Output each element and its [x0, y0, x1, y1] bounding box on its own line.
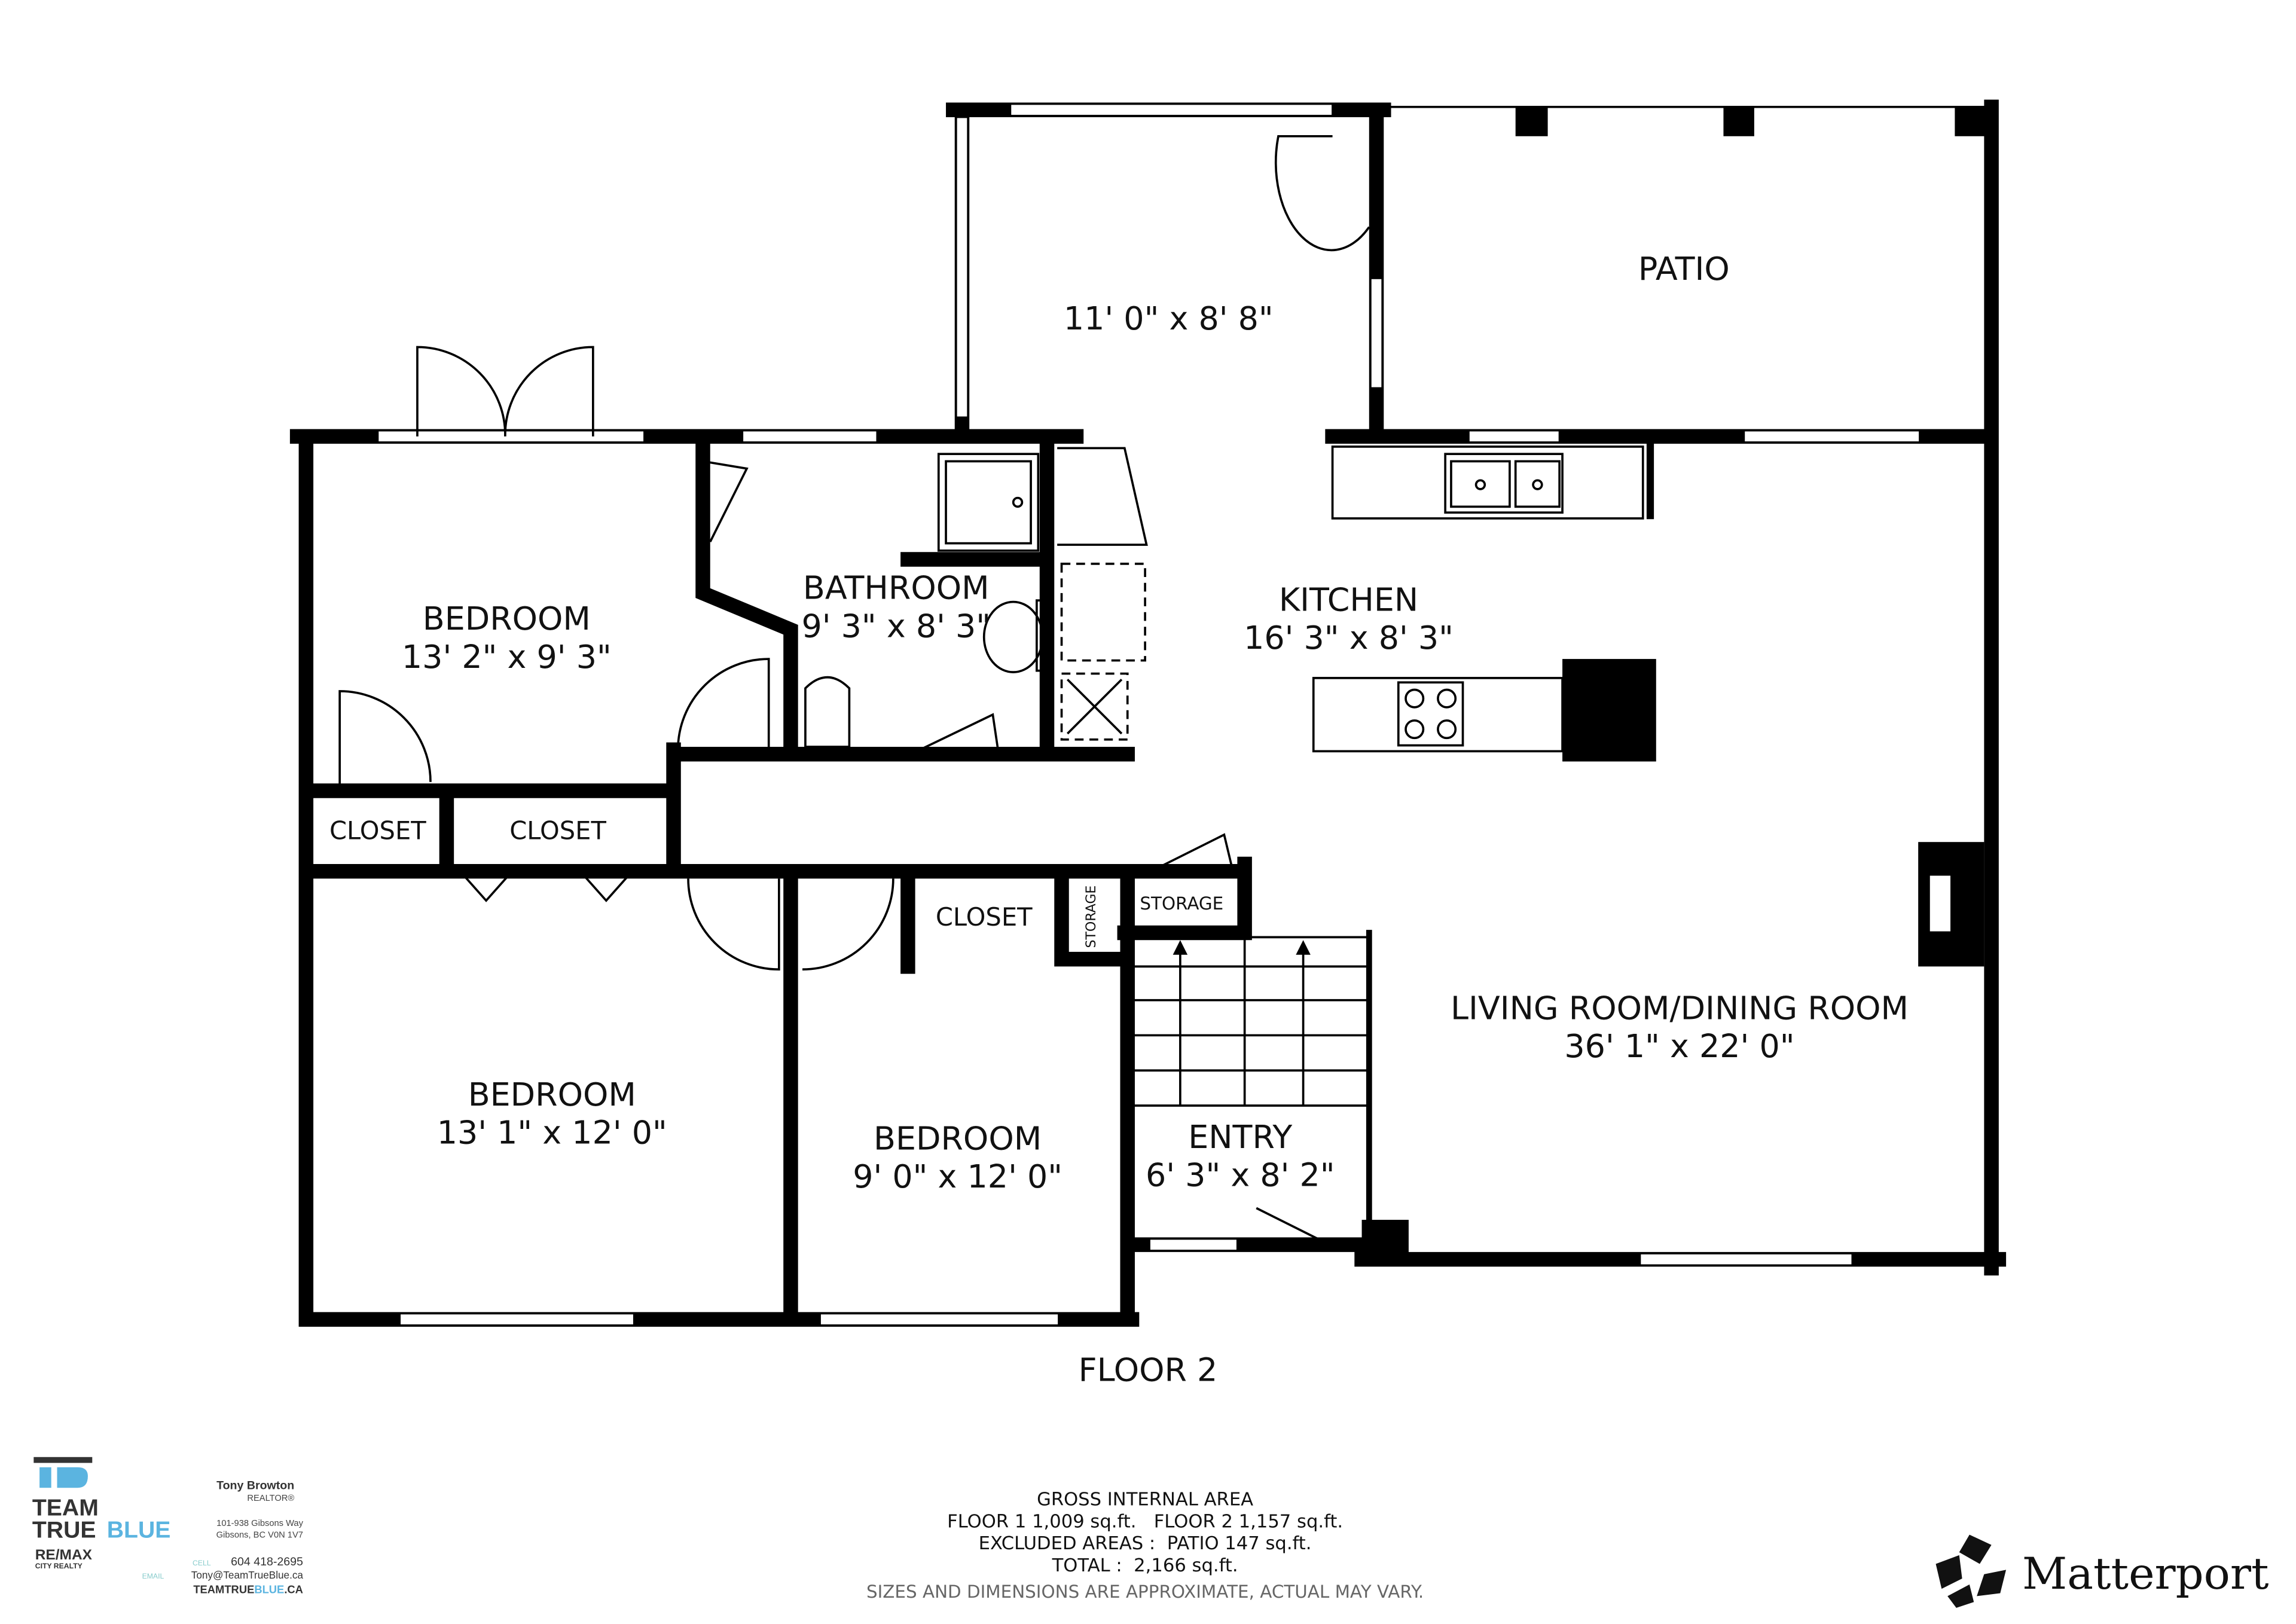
logo-blue: BLUE	[107, 1517, 171, 1543]
email: Tony@TeamTrueBlue.ca	[191, 1569, 304, 1581]
brokerage-sub: CITY REALTY	[35, 1562, 83, 1570]
room-dims: 16' 3" x 8' 3"	[1244, 619, 1454, 657]
realtor-name: Tony Browton	[216, 1479, 294, 1492]
room-dims: 13' 2" x 9' 3"	[402, 638, 612, 676]
room-name: PATIO	[1638, 250, 1730, 288]
email-label: EMAIL	[142, 1572, 164, 1580]
windows	[377, 103, 1921, 1326]
room-name: KITCHEN	[1279, 581, 1418, 618]
room-name: CLOSET	[509, 816, 606, 845]
doors	[338, 135, 1370, 1249]
team-true-blue-logo	[39, 1467, 88, 1488]
room-name: STORAGE	[1084, 886, 1099, 948]
room-dims: 36' 1" x 22' 0"	[1564, 1027, 1794, 1065]
disclaimer: SIZES AND DIMENSIONS ARE APPROXIMATE, AC…	[866, 1582, 1424, 1602]
matterport-logo: Matterport	[1935, 1534, 2269, 1608]
fixtures	[804, 445, 1644, 753]
room-dims: 9' 3" x 8' 3"	[801, 607, 991, 645]
room-dims: 13' 1" x 12' 0"	[437, 1114, 667, 1152]
area-floors: FLOOR 1 1,009 sq.ft. FLOOR 2 1,157 sq.ft…	[947, 1511, 1343, 1532]
realtor-title: REALTOR®	[247, 1494, 294, 1503]
room-name: BEDROOM	[874, 1119, 1042, 1157]
area-heading: GROSS INTERNAL AREA	[1037, 1489, 1253, 1510]
room-dims: 6' 3" x 8' 2"	[1146, 1156, 1335, 1194]
room-name: STORAGE	[1140, 893, 1223, 914]
cell-label: CELL	[193, 1559, 211, 1567]
floor-label: FLOOR 2	[1079, 1351, 1218, 1388]
matterport-wordmark: Matterport	[2022, 1549, 2269, 1599]
fridge-block	[1562, 659, 1656, 762]
logo-team: TEAM	[32, 1495, 99, 1521]
fireplace	[1918, 842, 1984, 967]
matterport-icon	[1935, 1534, 2007, 1608]
address-line-2: Gibsons, BC V0N 1V7	[216, 1530, 303, 1540]
realtor-card: TEAM TRUE BLUE RE/MAX CITY REALTY Tony B…	[32, 1457, 304, 1596]
address-line-1: 101-938 Gibsons Way	[216, 1519, 303, 1528]
room-name: BEDROOM	[468, 1076, 636, 1113]
room-dims: 9' 0" x 12' 0"	[853, 1158, 1062, 1195]
room-name: BATHROOM	[803, 569, 990, 607]
cell-number: 604 418-2695	[231, 1555, 303, 1568]
area-excluded: EXCLUDED AREAS : PATIO 147 sq.ft.	[979, 1533, 1312, 1554]
website: TEAMTRUEBLUE.CA	[193, 1583, 303, 1596]
room-name: CLOSET	[329, 816, 426, 845]
logo-true: TRUE	[32, 1517, 96, 1543]
area-total: TOTAL : 2,166 sq.ft.	[1052, 1555, 1238, 1576]
room-name: ENTRY	[1188, 1118, 1292, 1156]
stairs	[1127, 936, 1369, 1107]
area-summary: GROSS INTERNAL AREA FLOOR 1 1,009 sq.ft.…	[866, 1489, 1424, 1602]
room-name: BEDROOM	[423, 600, 591, 637]
brokerage: RE/MAX	[35, 1547, 93, 1563]
room-dims: 11' 0" x 8' 8"	[1064, 300, 1274, 337]
room-labels: BEDROOM 13' 2" x 9' 3" BATHROOM 9' 3" x …	[329, 250, 1909, 1195]
room-name: LIVING ROOM/DINING ROOM	[1451, 990, 1909, 1027]
logo-bar	[33, 1457, 93, 1463]
walls	[289, 99, 2007, 1327]
room-name: CLOSET	[936, 902, 1033, 932]
